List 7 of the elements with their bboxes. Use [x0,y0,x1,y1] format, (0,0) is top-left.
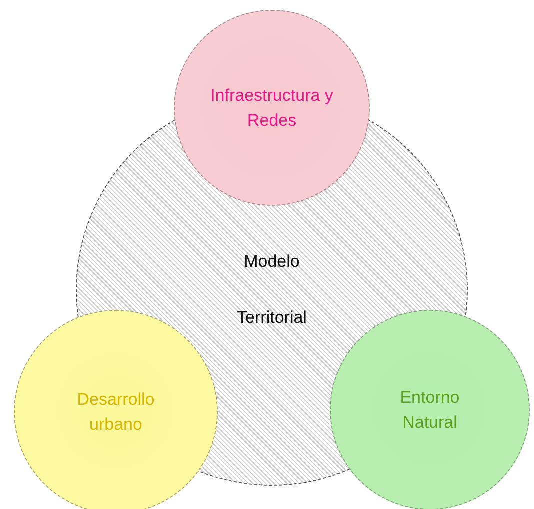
circle [330,310,530,509]
circle-label: Modelo Territorial [236,251,308,329]
circle [174,10,370,206]
circle [14,310,218,509]
circle-label: Infraestructura y Redes [210,85,334,132]
circle-label: Desarrollo urbano [76,389,156,436]
circle-label: Entorno Natural [399,387,461,434]
